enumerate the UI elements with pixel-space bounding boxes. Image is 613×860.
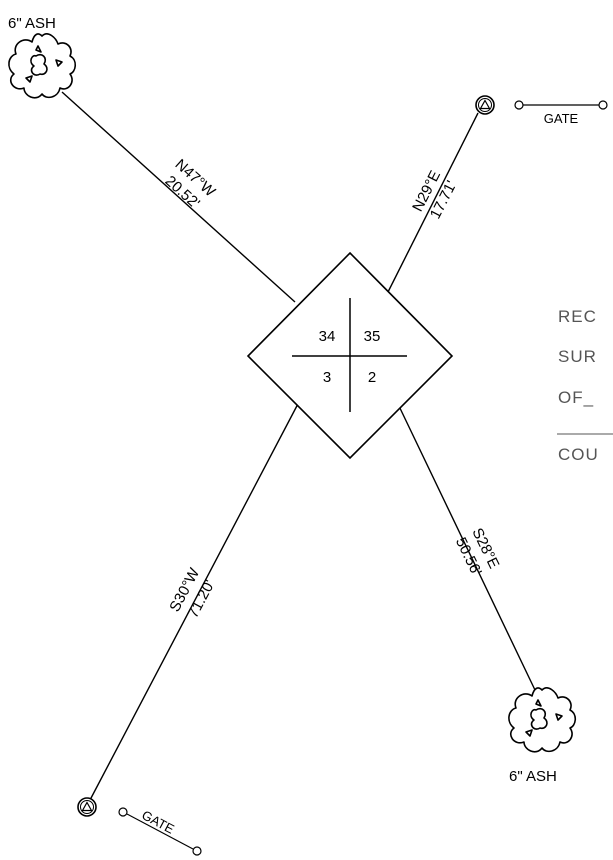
tree-icon bbox=[8, 33, 77, 99]
bearing-label-se: S28°E 50.56' bbox=[452, 525, 503, 578]
tree-icon bbox=[508, 687, 577, 753]
tree-label: 6" ASH bbox=[509, 768, 557, 785]
bearing-line-se bbox=[397, 403, 536, 691]
section-label: 2 bbox=[368, 369, 376, 386]
bearing-line-ne bbox=[387, 112, 479, 293]
side-note-line: REC bbox=[558, 307, 597, 326]
gate-label: GATE bbox=[544, 111, 579, 126]
section-label: 3 bbox=[323, 369, 331, 386]
side-note-line: COU bbox=[558, 445, 599, 464]
side-notes: REC SUR OF_ COU bbox=[557, 307, 613, 464]
side-note-line: SUR bbox=[558, 347, 597, 366]
section-label: 35 bbox=[364, 328, 381, 345]
bearing-label-ne: N29°E 17.71' bbox=[409, 168, 460, 222]
survey-marker-icon bbox=[475, 95, 495, 115]
bearing-line-sw bbox=[89, 399, 301, 801]
bearing-label-sw: S30°W 71.20' bbox=[166, 565, 218, 621]
bearing-label-nw: N47°W 20.52' bbox=[162, 156, 219, 212]
side-note-line: OF_ bbox=[558, 388, 594, 407]
bearing-line-nw bbox=[61, 91, 296, 303]
gate-label: GATE bbox=[139, 807, 177, 837]
gate-symbol-sw: GATE bbox=[118, 807, 202, 856]
survey-marker-icon bbox=[77, 797, 97, 817]
gate-symbol-ne: GATE bbox=[514, 100, 608, 126]
section-label: 34 bbox=[319, 328, 336, 345]
corner-monument: 34 35 3 2 bbox=[246, 251, 454, 460]
tree-label: 6" ASH bbox=[8, 15, 56, 32]
